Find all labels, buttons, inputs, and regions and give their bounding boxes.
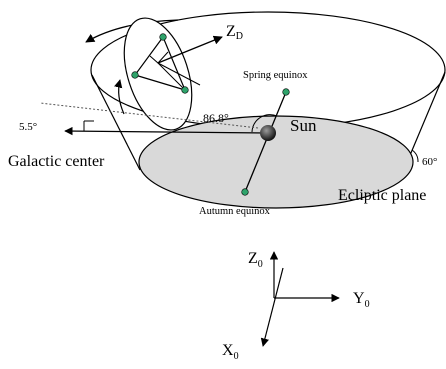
bowl-right-side (407, 71, 446, 161)
galactic-center-group (39, 102, 269, 136)
angle-60-label: 60° (422, 156, 437, 168)
autumn-equinox-marker (241, 188, 249, 196)
galactic-plane-dotted (39, 102, 259, 129)
autumn-equinox-label: Autumn equinox (199, 206, 271, 217)
coordinate-axes (260, 251, 340, 347)
precession-cone (114, 17, 223, 131)
rotation-arrow-top (85, 19, 179, 43)
angle-86-arc (251, 114, 278, 133)
x0-label: X0 (222, 342, 239, 362)
cone-marker-top (159, 33, 167, 41)
cone-marker-right (181, 86, 189, 94)
equinox-line (244, 91, 287, 193)
z-d-subscript: D (236, 31, 243, 42)
cone-marker-left (131, 71, 139, 79)
cone-rotation-arrow (114, 79, 125, 115)
z-d-label: ZD (226, 23, 243, 42)
galactic-center-arrow (64, 126, 269, 136)
z-d-axis-tail (157, 62, 201, 86)
sun-sphere (260, 125, 276, 141)
cone-inner-line (157, 62, 186, 91)
galactic-center-label: Galactic center (8, 153, 105, 170)
z0-subscript: 0 (258, 259, 263, 270)
spring-equinox-label: Spring equinox (243, 70, 308, 81)
spring-equinox-marker (282, 88, 290, 96)
z-d-axis-arrow (157, 35, 223, 64)
y0-subscript: 0 (365, 299, 370, 310)
angle-86-label: 86.8° (203, 111, 229, 125)
angle-5-label: 5.5° (19, 121, 37, 133)
cone-ellipse (123, 17, 193, 131)
sun-label: Sun (290, 116, 317, 135)
x0-subscript: 0 (234, 351, 239, 362)
cone-apex-line (162, 36, 186, 91)
z0-label: Z0 (248, 250, 263, 270)
x0-axis (260, 267, 284, 347)
equinox-line-group (241, 88, 290, 196)
y0-label: Y0 (353, 290, 370, 310)
angle-60-arc (411, 149, 419, 163)
bowl-left-side (91, 74, 141, 171)
ecliptic-plane-label: Ecliptic plane (338, 187, 426, 204)
